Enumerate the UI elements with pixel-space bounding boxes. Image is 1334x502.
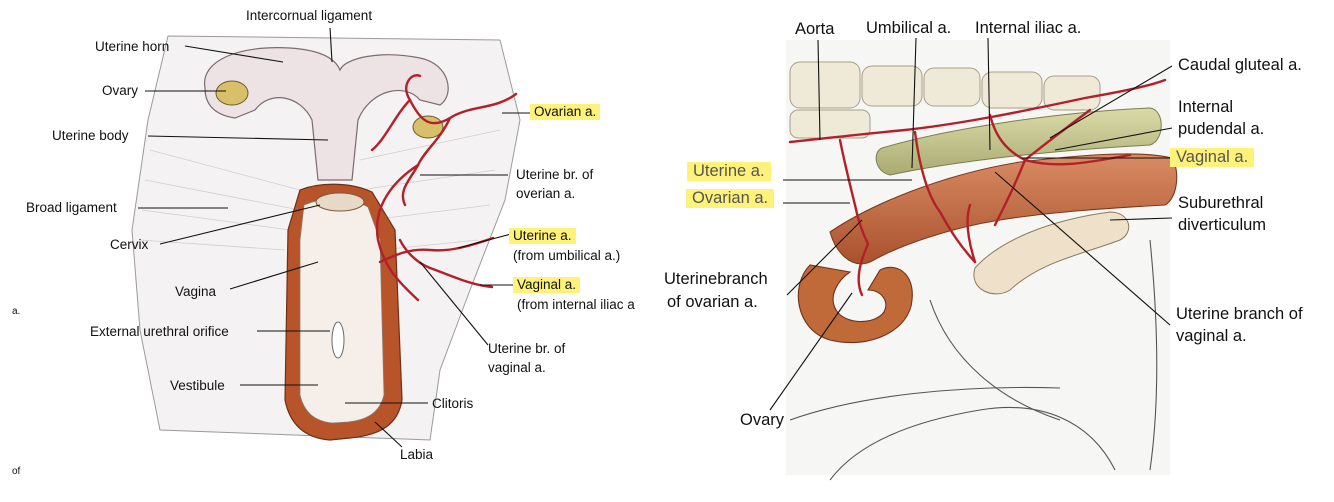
right-arteries	[788, 78, 1167, 297]
urethral-orifice-shape	[331, 321, 345, 359]
label-ovary-left: Ovary	[102, 83, 139, 98]
label-aorta: Aorta	[795, 20, 835, 38]
label-internal-pudendal-line1: Internal	[1178, 98, 1234, 116]
label-internal-iliac-a: Internal iliac a.	[975, 19, 1082, 37]
label-umbilical-a: Umbilical a.	[866, 19, 952, 37]
label-uterinebranch-line1: Uterinebranch	[664, 270, 768, 288]
label-intercornual-ligament: Intercornual ligament	[246, 8, 373, 23]
label-vaginal-a-left: Vaginal a.	[513, 277, 581, 293]
left-leader-lines	[138, 27, 530, 448]
label-uterine-br-ovarian-line1: Uterine br. of	[516, 167, 594, 182]
margin-fragment-a: a.	[12, 306, 21, 317]
cervix-shape	[315, 192, 365, 212]
left-panel-drawing	[131, 27, 530, 448]
ovary-right-shape	[412, 115, 444, 139]
label-suburethral-line2: diverticulum	[1178, 216, 1267, 234]
label-external-urethral-orifice: External urethral orifice	[90, 324, 229, 339]
label-uterine-br-vaginal-line1: Uterine br. of	[488, 341, 566, 356]
ovary-left-shape	[215, 80, 249, 106]
vertebral-column	[789, 61, 1101, 139]
uterine-horn-coil	[797, 264, 913, 344]
right-leader-lines	[769, 37, 1173, 411]
label-ovary-right: Ovary	[740, 411, 785, 429]
label-uterine-branch-vaginal-line2: vaginal a.	[1176, 327, 1247, 345]
label-vaginal-a-origin: (from internal iliac a	[517, 297, 635, 312]
vagina-lumen	[299, 198, 385, 424]
label-vagina: Vagina	[175, 284, 217, 299]
label-uterine-body: Uterine body	[52, 128, 129, 143]
label-vaginal-a-right: Vaginal a.	[1170, 148, 1255, 167]
margin-fragment-of: of	[12, 466, 21, 477]
label-uterinebranch-line2: of ovarian a.	[667, 293, 758, 311]
label-uterine-a-right: Uterine a.	[687, 162, 771, 181]
label-uterine-a-left: Uterine a.	[509, 228, 576, 244]
label-uterine-horn: Uterine horn	[95, 39, 170, 54]
label-cervix: Cervix	[110, 237, 149, 252]
label-ovarian-a-right: Ovarian a.	[686, 189, 775, 208]
label-uterine-br-vaginal-line2: vaginal a.	[488, 360, 546, 375]
label-vestibule: Vestibule	[170, 378, 225, 393]
label-uterine-br-ovarian-line2: overian a.	[516, 186, 576, 201]
diverticulum-shape	[973, 211, 1130, 295]
label-suburethral-line1: Suburethral	[1178, 194, 1264, 212]
right-panel-drawing	[769, 37, 1178, 481]
label-broad-ligament: Broad ligament	[26, 200, 117, 215]
label-clitoris: Clitoris	[432, 396, 474, 411]
label-caudal-gluteal-a: Caudal gluteal a.	[1178, 56, 1302, 74]
body-outline	[789, 239, 1158, 481]
label-uterine-a-origin: (from umbilical a.)	[513, 248, 621, 263]
colon-shape	[875, 107, 1162, 176]
label-uterine-branch-vaginal-line1: Uterine branch of	[1176, 305, 1303, 323]
label-internal-pudendal-line2: pudendal a.	[1178, 120, 1265, 138]
label-labia: Labia	[400, 447, 434, 462]
label-ovarian-a-left: Ovarian a.	[530, 104, 601, 120]
uterine-horns	[204, 47, 449, 181]
